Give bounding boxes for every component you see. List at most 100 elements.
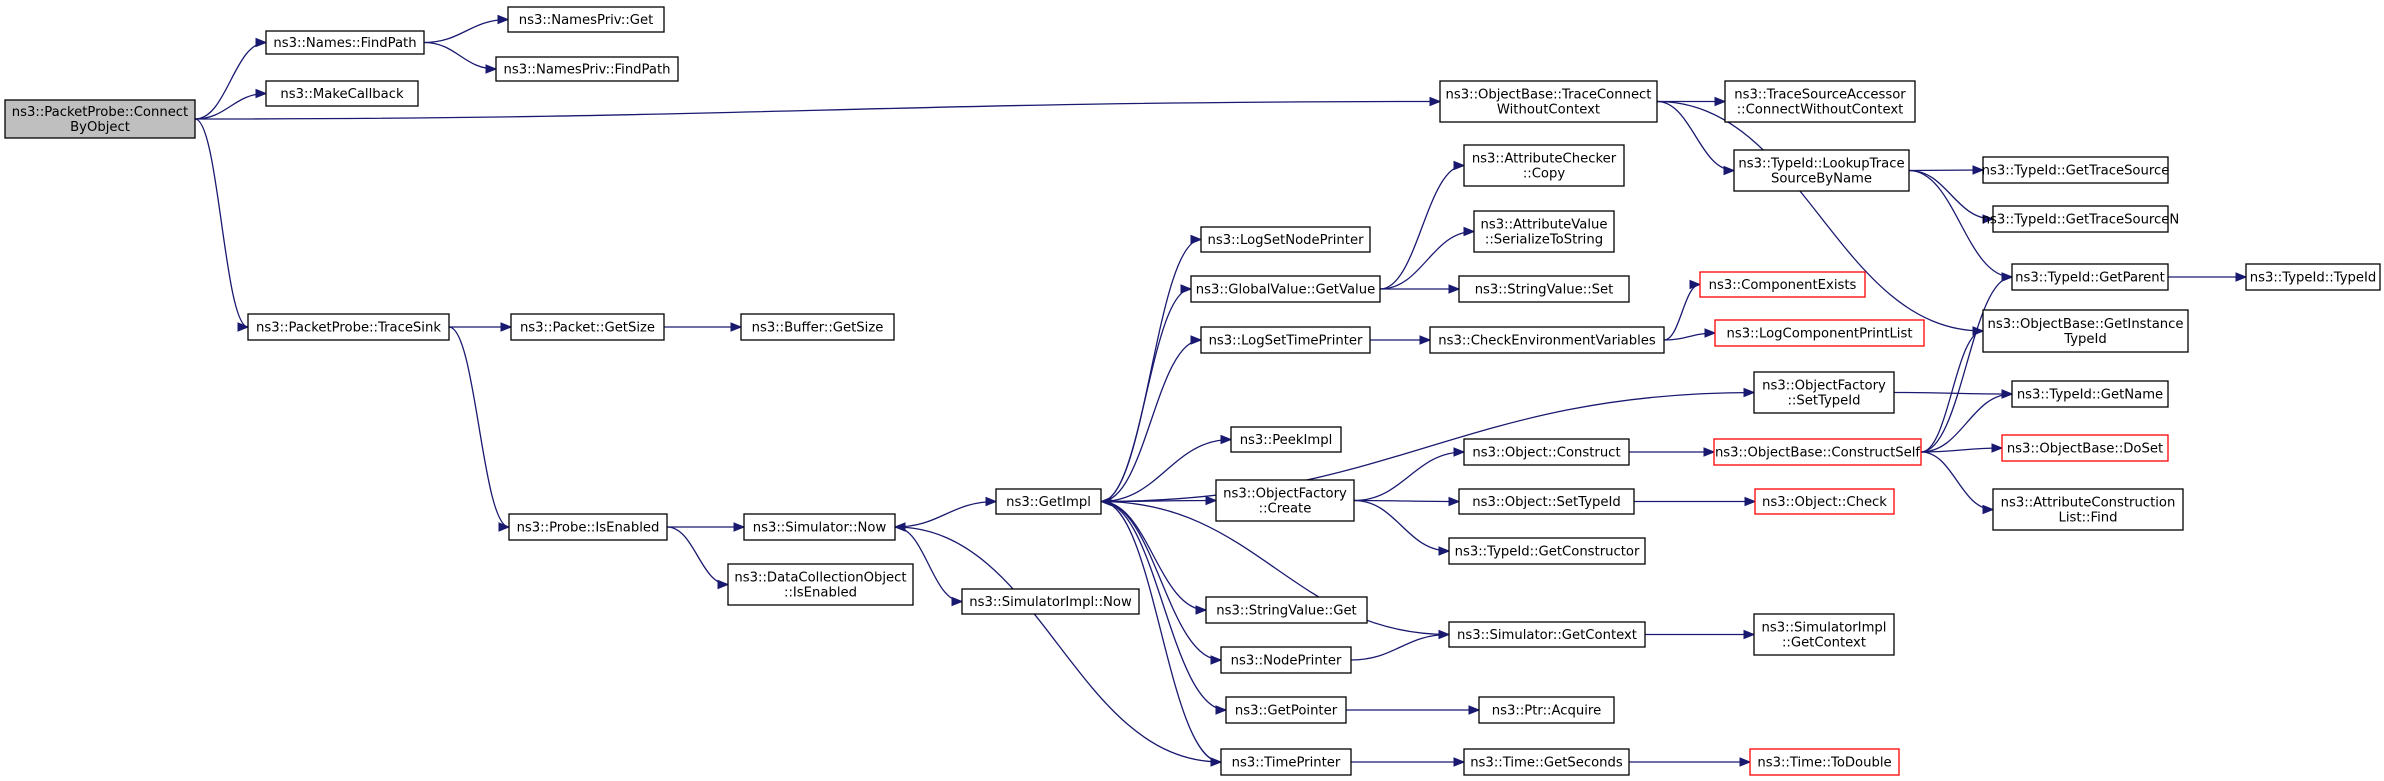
node-label: ns3::TypeId::GetTraceSource bbox=[1982, 164, 2170, 179]
arrowhead-icon bbox=[951, 596, 964, 607]
node-object-check[interactable]: ns3::Object::Check bbox=[1754, 488, 1895, 515]
node-typeid-getconstructor[interactable]: ns3::TypeId::GetConstructor bbox=[1448, 537, 1646, 565]
node-box bbox=[4, 99, 196, 139]
edge-root-to-makecallback bbox=[194, 88, 268, 120]
node-attrvalue-serialize[interactable]: ns3::AttributeValue::SerializeToString bbox=[1473, 210, 1615, 253]
node-componentexists[interactable]: ns3::ComponentExists bbox=[1699, 271, 1866, 298]
node-label: ns3::AttributeChecker bbox=[1472, 152, 1617, 167]
node-logsettimeprinter[interactable]: ns3::LogSetTimePrinter bbox=[1200, 326, 1371, 354]
node-time-todouble[interactable]: ns3::Time::ToDouble bbox=[1749, 748, 1900, 776]
node-buffer-getsize[interactable]: ns3::Buffer::GetSize bbox=[740, 313, 895, 341]
node-ptr-acquire[interactable]: ns3::Ptr::Acquire bbox=[1478, 696, 1615, 724]
node-objectfactory-settypeid[interactable]: ns3::ObjectFactory::SetTypeId bbox=[1753, 371, 1895, 414]
node-box bbox=[1225, 696, 1347, 724]
node-object-settypeid[interactable]: ns3::Object::SetTypeId bbox=[1458, 488, 1635, 515]
edge-timeprinter-to-sim_now bbox=[893, 522, 1222, 763]
node-label: ::ConnectWithoutContext bbox=[1737, 103, 1904, 118]
node-tracecnwc[interactable]: ns3::ObjectBase::TraceConnectWithoutCont… bbox=[1439, 80, 1658, 123]
node-globalvalue-getvalue[interactable]: ns3::GlobalValue::GetValue bbox=[1190, 275, 1381, 303]
node-label: ns3::PacketProbe::Connect bbox=[12, 105, 188, 120]
node-simimpl-getcontext[interactable]: ns3::SimulatorImpl::GetContext bbox=[1753, 613, 1895, 656]
arrowhead-icon bbox=[1463, 226, 1476, 237]
arrowhead-icon bbox=[1419, 335, 1432, 345]
node-label: ns3::TimePrinter bbox=[1232, 756, 1341, 771]
edge-line bbox=[1908, 169, 1994, 220]
edge-line bbox=[1100, 499, 1217, 503]
node-checkenvvars[interactable]: ns3::CheckEnvironmentVariables bbox=[1429, 326, 1665, 354]
node-label: ns3::ObjectBase::GetInstance bbox=[1987, 317, 2183, 332]
arrowhead-icon bbox=[1438, 546, 1451, 556]
node-objectfactory-create[interactable]: ns3::ObjectFactory::Create bbox=[1215, 479, 1355, 522]
node-findpath[interactable]: ns3::Names::FindPath bbox=[265, 30, 425, 55]
node-label: ns3::ObjectFactory bbox=[1223, 487, 1347, 502]
node-label: ns3::CheckEnvironmentVariables bbox=[1438, 334, 1656, 349]
node-label: ns3::SimulatorImpl bbox=[1762, 621, 1887, 636]
node-peekimpl[interactable]: ns3::PeekImpl bbox=[1230, 426, 1342, 453]
node-dco-isenabled[interactable]: ns3::DataCollectionObject::IsEnabled bbox=[727, 563, 914, 606]
node-box bbox=[2011, 263, 2169, 291]
node-box bbox=[1733, 149, 1910, 192]
node-box bbox=[1992, 488, 2184, 531]
node-box bbox=[495, 56, 679, 82]
node-getimpl[interactable]: ns3::GetImpl bbox=[995, 488, 1102, 515]
node-attrchecker-copy[interactable]: ns3::AttributeChecker::Copy bbox=[1463, 144, 1625, 187]
node-getpointer[interactable]: ns3::GetPointer bbox=[1225, 696, 1347, 724]
node-logsetnodeprinter[interactable]: ns3::LogSetNodePrinter bbox=[1200, 226, 1371, 253]
node-box bbox=[2245, 263, 2381, 291]
edge-typeid_getparent-to-typeid_typeid bbox=[2168, 272, 2248, 282]
node-typeid-getparent[interactable]: ns3::TypeId::GetParent bbox=[2011, 263, 2169, 291]
node-simimpl-now[interactable]: ns3::SimulatorImpl::Now bbox=[961, 588, 1140, 615]
node-box bbox=[1429, 326, 1665, 354]
node-namespriv-get[interactable]: ns3::NamesPriv::Get bbox=[507, 6, 665, 33]
node-typeid-gettracesourcen[interactable]: ns3::TypeId::GetTraceSourceN bbox=[1982, 205, 2180, 233]
edge-line bbox=[894, 526, 1222, 763]
node-sim-now[interactable]: ns3::Simulator::Now bbox=[743, 513, 896, 541]
node-timeprinter[interactable]: ns3::TimePrinter bbox=[1220, 748, 1352, 776]
node-time-getseconds[interactable]: ns3::Time::GetSeconds bbox=[1463, 748, 1630, 776]
node-tsa-cnwc[interactable]: ns3::TraceSourceAccessor::ConnectWithout… bbox=[1724, 80, 1916, 123]
node-label: ns3::Probe::IsEnabled bbox=[517, 521, 660, 536]
node-objectbase-doset[interactable]: ns3::ObjectBase::DoSet bbox=[2001, 434, 2169, 462]
node-nodeprinter[interactable]: ns3::NodePrinter bbox=[1220, 646, 1352, 674]
node-label: ns3::TypeId::GetParent bbox=[2015, 271, 2165, 286]
node-probe-isenabled[interactable]: ns3::Probe::IsEnabled bbox=[508, 513, 668, 541]
node-box bbox=[1724, 80, 1916, 123]
edge-line bbox=[1908, 169, 2013, 278]
node-box bbox=[2011, 380, 2169, 408]
edge-getimpl-to-objectfactory_create bbox=[1100, 495, 1218, 506]
node-typeid-gettracesource[interactable]: ns3::TypeId::GetTraceSource bbox=[1982, 156, 2170, 184]
node-box bbox=[961, 588, 1140, 615]
node-objectbase-constructself[interactable]: ns3::ObjectBase::ConstructSelf bbox=[1713, 438, 1922, 466]
edge-getimpl-to-objectfactory_settypeid bbox=[1100, 387, 1756, 503]
arrowhead-icon bbox=[2001, 389, 2014, 399]
node-box bbox=[1190, 275, 1381, 303]
arrowhead-icon bbox=[1180, 284, 1193, 294]
node-object-construct[interactable]: ns3::Object::Construct bbox=[1463, 438, 1630, 466]
arrowhead-icon bbox=[717, 579, 730, 590]
node-stringvalue-get[interactable]: ns3::StringValue::Get bbox=[1205, 596, 1368, 624]
edge-checkenvvars-to-logcomponentprintlist bbox=[1663, 328, 1717, 341]
node-tracesink[interactable]: ns3::PacketProbe::TraceSink bbox=[247, 313, 450, 341]
node-box bbox=[1458, 488, 1635, 515]
edge-sim_getcontext-to-simimpl_getcontext bbox=[1645, 629, 1756, 640]
node-label: TypeId bbox=[2063, 332, 2107, 347]
node-box bbox=[1753, 613, 1895, 656]
node-packet-getsize[interactable]: ns3::Packet::GetSize bbox=[510, 313, 665, 341]
arrowhead-icon bbox=[893, 522, 906, 532]
node-stringvalue-set[interactable]: ns3::StringValue::Set bbox=[1458, 275, 1630, 303]
node-makecallback[interactable]: ns3::MakeCallback bbox=[265, 80, 419, 107]
node-sim-getcontext[interactable]: ns3::Simulator::GetContext bbox=[1448, 621, 1646, 648]
node-box bbox=[1714, 319, 1925, 347]
node-typeid-typeid[interactable]: ns3::TypeId::TypeId bbox=[2245, 263, 2381, 291]
edge-getimpl-to-globalvalue_getvalue bbox=[1100, 284, 1193, 503]
node-box bbox=[1439, 80, 1658, 123]
node-logcomponentprintlist[interactable]: ns3::LogComponentPrintList bbox=[1714, 319, 1925, 347]
node-namespriv-findpath[interactable]: ns3::NamesPriv::FindPath bbox=[495, 56, 679, 82]
node-label: ns3::PacketProbe::TraceSink bbox=[256, 321, 441, 336]
node-typeid-getname[interactable]: ns3::TypeId::GetName bbox=[2011, 380, 2169, 408]
node-label: ns3::Simulator::GetContext bbox=[1457, 628, 1637, 643]
